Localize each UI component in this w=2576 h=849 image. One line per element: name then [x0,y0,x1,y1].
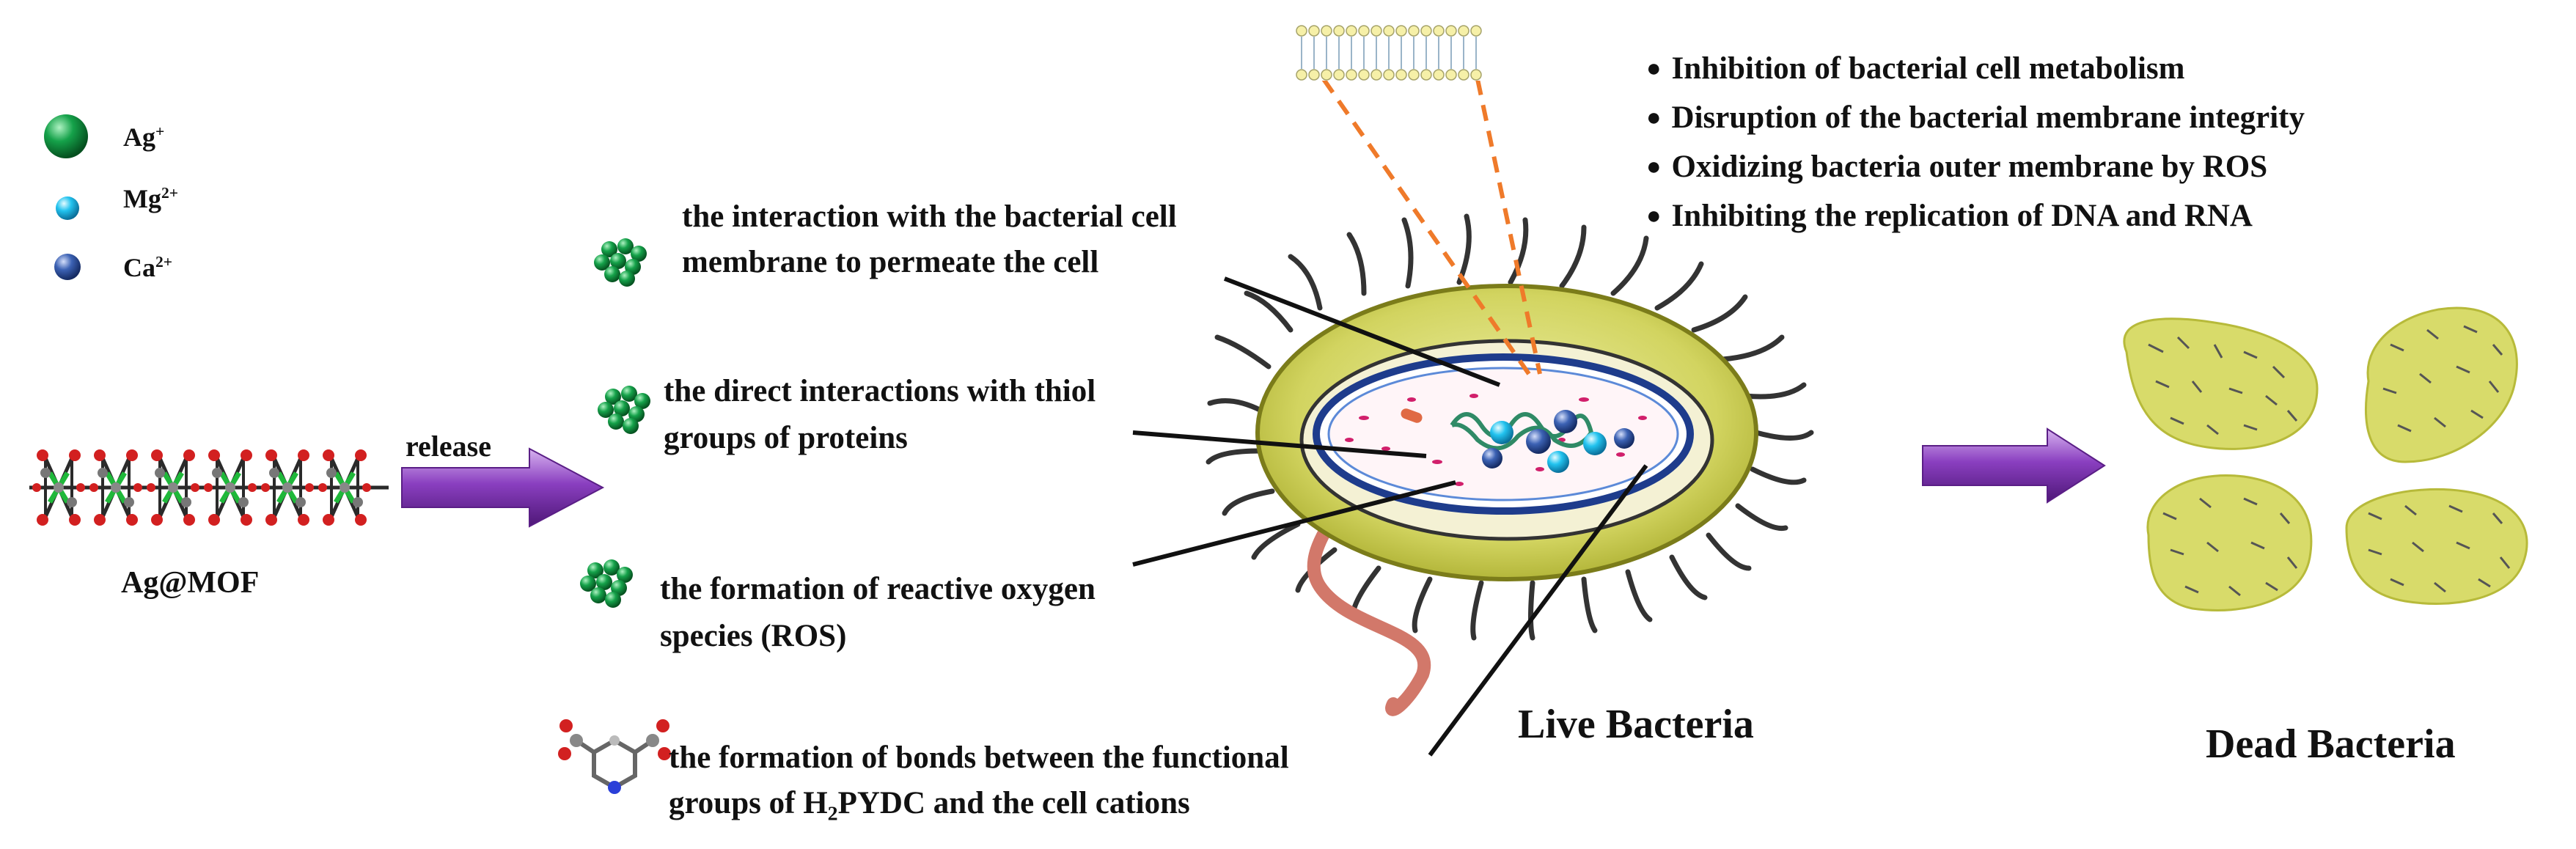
mechanism-3-line-2: species (ROS) [660,619,847,653]
dead-bacterium-1 [2123,317,2319,450]
ag-cluster-icon-1 [594,238,647,287]
legend-mg-symbol: Mg [123,184,161,213]
dead-bacterium-3 [2146,474,2313,611]
release-arrow [401,447,605,528]
legend-mg-charge: 2+ [161,184,179,202]
mechanism-4-line-2-prefix: groups of H [669,786,828,820]
dead-bacteria-label: Dead Bacteria [2206,721,2456,767]
ca-ion-sphere-icon [54,254,81,280]
effects-list: Inhibition of bacterial cell metabolism … [1646,45,2305,242]
legend-mg-label: Mg2+ [123,183,178,215]
mechanism-4-line-2-subscript: 2 [827,802,838,826]
legend [44,114,88,280]
mechanism-4-line-2: groups of H2PYDC and the cell cations [669,784,1190,826]
legend-ca-label: Ca2+ [123,252,172,284]
mof-chain-icon [29,449,389,526]
dead-bacterium-4 [2345,488,2528,605]
mechanism-2-line-1: the direct interactions with thiol [664,374,1096,408]
pointer-lines [1132,276,1648,757]
ag-cluster-icon-2 [598,386,650,434]
mechanism-4-line-2-suffix: PYDC and the cell cations [837,786,1190,820]
mechanism-4-line-1: the formation of bonds between the funct… [669,740,1289,775]
ag-cluster-icon-3 [580,559,633,608]
legend-ag-label: Ag+ [123,122,164,153]
live-bacterium [1206,213,1814,716]
release-label: release [406,430,491,463]
mechanism-3-line-1: the formation of reactive oxygen [660,572,1096,606]
effect-item-3: Oxidizing bacteria outer membrane by ROS [1646,144,2305,193]
effect-item-2: Disruption of the bacterial membrane int… [1646,95,2305,144]
ag-mof-label: Ag@MOF [121,566,260,600]
legend-ca-charge: 2+ [155,253,173,271]
legend-ca-symbol: Ca [123,253,155,282]
mechanism-2-line-2: groups of proteins [664,421,908,455]
ag-ion-sphere-icon [44,114,88,158]
membrane-inset [1294,25,1542,375]
dead-bacteria [2123,306,2528,611]
legend-ag-symbol: Ag [123,122,155,152]
result-arrow [1922,427,2106,504]
dead-bacterium-2 [2365,306,2518,463]
live-bacteria-label: Live Bacteria [1518,702,1754,747]
h2pydc-molecule-icon [558,719,671,794]
effect-item-1: Inhibition of bacterial cell metabolism [1646,45,2305,95]
legend-ag-charge: + [155,122,165,140]
mechanism-1-line-2: membrane to permeate the cell [682,245,1099,279]
mg-ion-sphere-icon [56,196,79,220]
effect-item-4: Inhibiting the replication of DNA and RN… [1646,193,2305,242]
mechanism-1-line-1: the interaction with the bacterial cell [682,199,1177,234]
